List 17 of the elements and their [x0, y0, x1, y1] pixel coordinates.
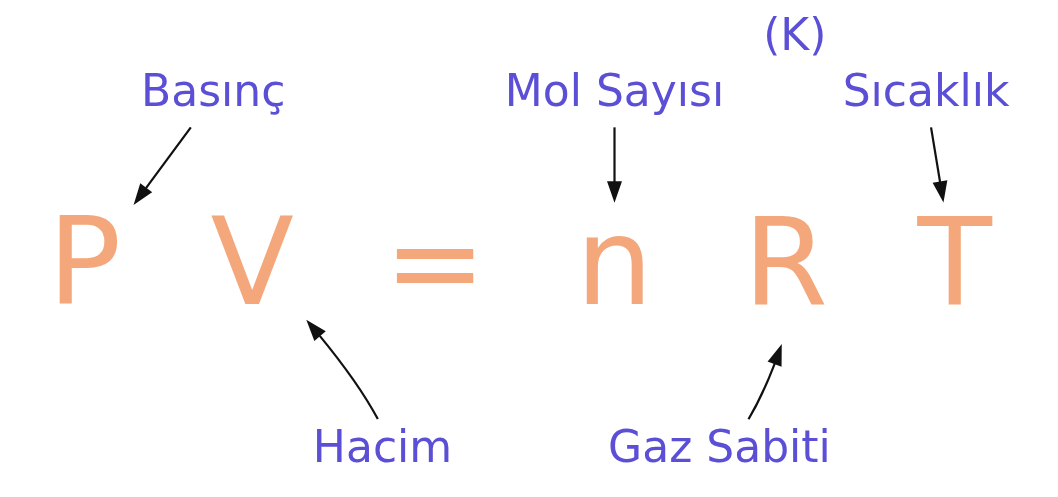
arrow [133, 126, 192, 205]
node-text: n [575, 190, 654, 333]
node-text: Sıcaklık [842, 64, 1010, 116]
arrow [747, 344, 782, 420]
label: = [383, 190, 487, 333]
arrow [306, 319, 379, 420]
node-text: T [917, 190, 993, 333]
node-text: Mol Sayısı [504, 64, 725, 116]
node-text: Basınç [141, 64, 286, 116]
arrow [607, 127, 622, 203]
node-label: (K) [763, 9, 827, 61]
node-text: P [47, 190, 122, 333]
node-text: R [743, 190, 828, 333]
node-text: Hacim [312, 420, 453, 472]
node-text: Gaz Sabiti [608, 420, 831, 472]
node-text: V [210, 190, 294, 333]
arrow [929, 127, 948, 203]
